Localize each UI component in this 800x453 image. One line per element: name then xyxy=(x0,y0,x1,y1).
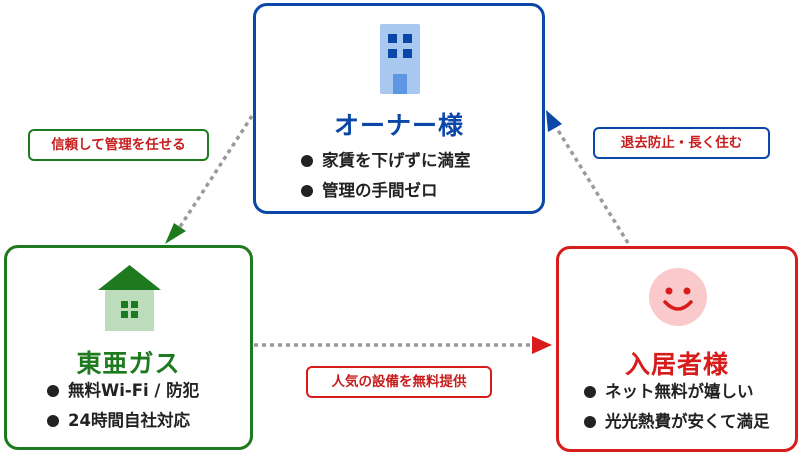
bullet-dot-icon xyxy=(301,185,313,197)
bullet-dot-icon xyxy=(584,386,596,398)
resident-bullet: 光光熱費が安くて満足 xyxy=(584,407,795,437)
gas-bullet: 無料Wi-Fi / 防犯 xyxy=(47,376,250,406)
owner-bullet-text: 家賃を下げずに満室 xyxy=(322,151,471,170)
gas-bullet-text: 無料Wi-Fi / 防犯 xyxy=(68,381,200,400)
gas-bullets: 無料Wi-Fi / 防犯 24時間自社対応 xyxy=(47,376,250,436)
relation-label-gas-to-resident: 人気の設備を無料提供 xyxy=(306,366,492,398)
gas-box: 東亜ガス 無料Wi-Fi / 防犯 24時間自社対応 xyxy=(4,245,253,450)
bullet-dot-icon xyxy=(584,416,596,428)
gas-bullet-text: 24時間自社対応 xyxy=(68,411,190,430)
arrow-resident-to-owner-head xyxy=(546,110,562,132)
resident-bullet: ネット無料が嬉しい xyxy=(584,377,795,407)
house-icon xyxy=(98,265,161,331)
owner-title: オーナー様 xyxy=(333,111,464,140)
arrow-resident-to-owner xyxy=(554,126,630,244)
resident-title: 入居者様 xyxy=(624,350,729,379)
resident-box: 入居者様 ネット無料が嬉しい 光光熱費が安くて満足 xyxy=(556,246,798,452)
relation-label-resident-to-owner: 退去防止・長く住む xyxy=(593,127,770,159)
owner-bullet: 管理の手間ゼロ xyxy=(301,176,542,206)
resident-bullet-text: ネット無料が嬉しい xyxy=(605,382,754,401)
arrow-owner-to-gas-head xyxy=(165,223,186,244)
resident-bullets: ネット無料が嬉しい 光光熱費が安くて満足 xyxy=(584,377,795,437)
owner-bullets: 家賃を下げずに満室 管理の手間ゼロ xyxy=(301,146,542,206)
owner-bullet: 家賃を下げずに満室 xyxy=(301,146,542,176)
gas-title: 東亜ガス xyxy=(76,349,181,378)
owner-box: オーナー様 家賃を下げずに満室 管理の手間ゼロ xyxy=(253,3,545,214)
bullet-dot-icon xyxy=(47,415,59,427)
relation-label-owner-to-gas: 信頼して管理を任せる xyxy=(28,129,209,161)
resident-bullet-text: 光光熱費が安くて満足 xyxy=(605,412,770,431)
arrow-owner-to-gas xyxy=(176,115,254,231)
bullet-dot-icon xyxy=(47,385,59,397)
smiley-icon xyxy=(649,268,707,326)
building-icon xyxy=(380,24,420,94)
arrow-gas-to-resident-head xyxy=(532,336,552,354)
gas-bullet: 24時間自社対応 xyxy=(47,406,250,436)
owner-bullet-text: 管理の手間ゼロ xyxy=(322,181,438,200)
bullet-dot-icon xyxy=(301,155,313,167)
